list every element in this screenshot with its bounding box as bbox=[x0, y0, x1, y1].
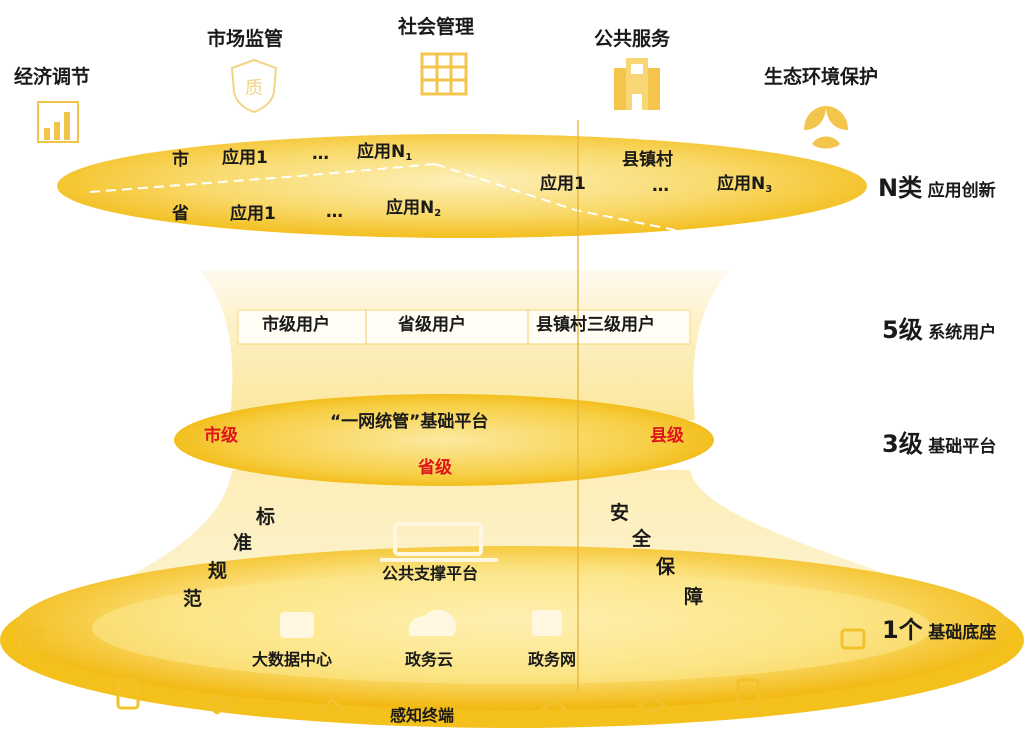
app-city-1: 应用1 bbox=[222, 148, 268, 168]
quality-shield-icon: 质 bbox=[230, 58, 278, 114]
label-social: 社会管理 bbox=[398, 16, 475, 38]
user-county: 县镇村三级用户 bbox=[536, 315, 655, 335]
right-label-apps: N类 应用创新 bbox=[878, 174, 996, 202]
app-county-ellipsis: … bbox=[652, 176, 669, 196]
app-province-ellipsis: … bbox=[326, 202, 343, 222]
right-label-base: 1个 基础底座 bbox=[882, 616, 997, 644]
standards-char-3: 规 bbox=[208, 560, 228, 582]
user-province: 省级用户 bbox=[398, 315, 466, 335]
platform-city: 市级 bbox=[204, 426, 238, 446]
standards-char-1: 标 bbox=[256, 506, 276, 528]
platform-county: 县级 bbox=[650, 426, 684, 446]
gov-network: 政务网 bbox=[528, 650, 577, 669]
support-platform: 公共支撑平台 bbox=[382, 564, 479, 583]
big-data-center: 大数据中心 bbox=[252, 650, 333, 669]
app-province-label: 省 bbox=[172, 204, 189, 224]
label-public-service: 公共服务 bbox=[594, 28, 671, 50]
platform-province: 省级 bbox=[418, 458, 452, 478]
leaf-icon bbox=[804, 106, 848, 149]
app-county-n: 应用N3 bbox=[717, 174, 773, 195]
app-city-label: 市 bbox=[172, 150, 189, 170]
security-char-4: 障 bbox=[684, 586, 704, 608]
sensing-terminals: 感知终端 bbox=[390, 706, 455, 725]
standards-char-4: 范 bbox=[183, 588, 203, 610]
building-icon bbox=[614, 58, 660, 110]
app-province-n: 应用N2 bbox=[386, 198, 442, 219]
laptop-icon bbox=[380, 522, 498, 562]
app-county-label: 县镇村 bbox=[622, 150, 673, 170]
label-economic: 经济调节 bbox=[14, 66, 91, 88]
base-inner-icons bbox=[280, 609, 562, 638]
user-band bbox=[237, 309, 691, 345]
right-label-platform: 3级 基础平台 bbox=[882, 430, 997, 458]
app-city-n: 应用N1 bbox=[357, 142, 413, 163]
bar-chart-icon bbox=[37, 101, 79, 143]
upper-funnel bbox=[200, 270, 730, 420]
security-char-2: 全 bbox=[632, 528, 652, 550]
gov-cloud: 政务云 bbox=[405, 650, 454, 669]
label-market: 市场监管 bbox=[207, 28, 284, 50]
app-province-1: 应用1 bbox=[230, 204, 276, 224]
security-char-3: 保 bbox=[656, 556, 676, 578]
grid-icon bbox=[420, 52, 468, 96]
app-disk bbox=[57, 134, 867, 238]
base-disk-inner bbox=[92, 572, 932, 684]
platform-title: “一网统管”基础平台 bbox=[330, 412, 489, 432]
right-label-users: 5级 系统用户 bbox=[882, 316, 997, 344]
app-county-1: 应用1 bbox=[540, 174, 586, 194]
sensor-icons bbox=[18, 628, 866, 715]
svg-text:质: 质 bbox=[245, 78, 263, 99]
standards-char-2: 准 bbox=[233, 532, 253, 554]
security-char-1: 安 bbox=[610, 502, 630, 524]
label-ecology: 生态环境保护 bbox=[764, 66, 879, 88]
app-city-ellipsis: … bbox=[312, 144, 329, 164]
user-city: 市级用户 bbox=[262, 315, 330, 335]
